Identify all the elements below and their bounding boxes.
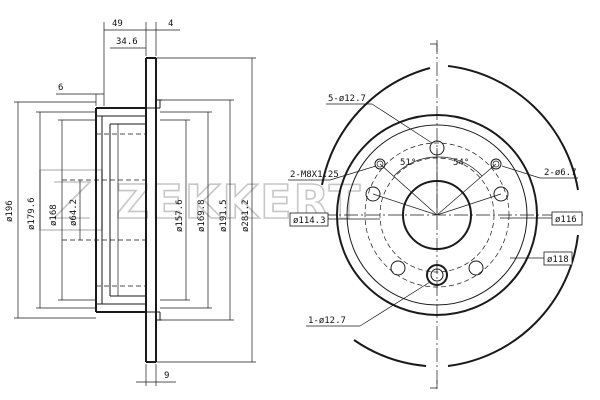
angle-left: 51° bbox=[400, 158, 416, 168]
threaded-hole bbox=[490, 158, 502, 170]
label-d118: ø118 bbox=[547, 255, 569, 265]
side-view: 49 4 34.6 6 ø196 ø179.6 ø168 ø64.2 bbox=[5, 19, 256, 386]
dim-d157-6: ø157.6 bbox=[175, 199, 185, 232]
label-threads: 2-M8X1.25 bbox=[290, 170, 339, 180]
threaded-hole bbox=[374, 158, 386, 170]
left-dimensions: ø196 ø179.6 ø168 ø64.2 bbox=[5, 101, 96, 319]
front-view: 51° 54° 5-ø12.7 2-M8X1.25 ø114.3 2-ø6.7 bbox=[288, 40, 584, 392]
bolt-hole bbox=[390, 260, 406, 276]
callout-d118: ø118 bbox=[510, 251, 573, 266]
dim-d191-5: ø191.5 bbox=[219, 199, 229, 232]
label-d116: ø116 bbox=[555, 215, 577, 225]
drum-outer-circle bbox=[336, 114, 538, 316]
label-1-hole: 1-ø12.7 bbox=[308, 316, 346, 326]
bottom-dimension: 9 bbox=[136, 364, 176, 386]
callout-d116: ø116 bbox=[500, 211, 583, 226]
drum-inner-circle bbox=[346, 124, 528, 306]
right-dimensions: ø157.6 ø169.8 ø191.5 ø281.2 bbox=[156, 57, 256, 363]
bolt-hole bbox=[493, 186, 509, 202]
dim-rim-step: 6 bbox=[58, 83, 63, 93]
drum-body bbox=[62, 107, 146, 313]
dim-flange-thk: 4 bbox=[168, 19, 173, 29]
dim-bottom-thk: 9 bbox=[164, 371, 169, 381]
bolt-hole bbox=[365, 186, 381, 202]
callout-1-hole: 1-ø12.7 bbox=[306, 281, 431, 327]
dim-width-total: 49 bbox=[112, 19, 123, 29]
dim-d281-2: ø281.2 bbox=[241, 199, 251, 232]
label-5-holes: 5-ø12.7 bbox=[328, 94, 366, 104]
angle-right: 54° bbox=[453, 158, 469, 168]
callout-2-holes: 2-ø6.7 bbox=[501, 165, 578, 179]
label-pcd: ø114.3 bbox=[293, 216, 326, 226]
top-dimensions: 49 4 34.6 6 bbox=[56, 19, 180, 106]
dim-d196: ø196 bbox=[5, 200, 15, 222]
label-2-holes: 2-ø6.7 bbox=[544, 168, 577, 178]
dim-d169-8: ø169.8 bbox=[197, 199, 207, 232]
dim-d64-2: ø64.2 bbox=[69, 199, 79, 226]
callout-5-holes: 5-ø12.7 bbox=[326, 94, 433, 144]
disc-outer-edge bbox=[321, 67, 431, 186]
locating-hole bbox=[426, 264, 448, 286]
dim-hat-depth: 34.6 bbox=[116, 37, 138, 47]
bolt-hole bbox=[468, 260, 484, 276]
callout-threads: 2-M8X1.25 bbox=[288, 165, 377, 181]
dim-d168: ø168 bbox=[49, 204, 59, 226]
bolt-circle-outer bbox=[364, 142, 510, 288]
dim-d179-6: ø179.6 bbox=[27, 197, 37, 230]
callout-pcd: ø114.3 bbox=[289, 212, 380, 227]
